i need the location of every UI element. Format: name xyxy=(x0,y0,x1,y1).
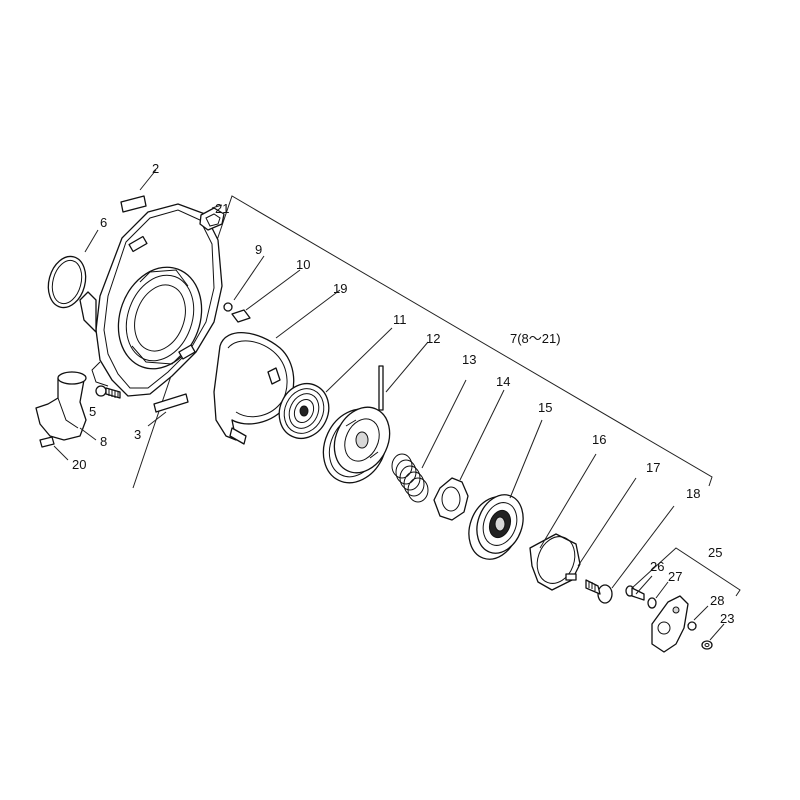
callout-25: 25 xyxy=(708,545,722,560)
part-26-bolt xyxy=(625,575,653,601)
callout-27: 27 xyxy=(668,569,682,584)
part-11-spiral-spring xyxy=(278,327,393,439)
callout-17: 17 xyxy=(646,460,660,475)
callout-8: 8 xyxy=(100,434,107,449)
callout-3: 3 xyxy=(134,427,141,442)
part-2-decal xyxy=(120,169,157,213)
part-9-10-pin xyxy=(223,255,301,323)
part-23-washer xyxy=(701,623,725,650)
part-15-pulley xyxy=(468,419,543,560)
part-5-bolt xyxy=(95,385,121,399)
part-14-ratchet xyxy=(433,389,505,521)
callout-23: 23 xyxy=(720,611,734,626)
part-20-grip-cover xyxy=(39,436,69,461)
callout-7: 7(8～21) xyxy=(510,331,561,346)
part-21-nut xyxy=(199,204,225,231)
part-19-guide xyxy=(213,289,341,445)
callout-18: 18 xyxy=(686,486,700,501)
part-18-leader xyxy=(611,505,675,589)
starter-housing xyxy=(79,203,223,397)
part-13-coil-spring xyxy=(391,379,467,503)
callout-6: 6 xyxy=(100,215,107,230)
callout-21: 21 xyxy=(215,201,229,216)
part-17-screw xyxy=(577,477,637,604)
callout-14: 14 xyxy=(496,374,510,389)
callout-10: 10 xyxy=(296,257,310,272)
part-16-drum xyxy=(529,453,597,591)
callout-19: 19 xyxy=(333,281,347,296)
part-25-pawl xyxy=(651,595,689,653)
callout-13: 13 xyxy=(462,352,476,367)
part-6-o-ring xyxy=(47,229,99,309)
callout-12: 12 xyxy=(426,331,440,346)
assembly-bracket-7 xyxy=(132,195,713,489)
callout-5: 5 xyxy=(89,404,96,419)
part-28-clip xyxy=(687,605,709,631)
callout-16: 16 xyxy=(592,432,606,447)
part-12-reel xyxy=(322,341,429,484)
callout-26: 26 xyxy=(650,559,664,574)
callout-2: 2 xyxy=(152,161,159,176)
callout-11: 11 xyxy=(393,312,407,327)
part-8-starter-handle xyxy=(35,371,97,441)
part-3-decal xyxy=(147,393,189,427)
callout-9: 9 xyxy=(255,242,262,257)
subgroup-bracket-25 xyxy=(631,547,741,597)
part-27-washer xyxy=(647,581,669,609)
callout-28: 28 xyxy=(710,593,724,608)
callout-15: 15 xyxy=(538,400,552,415)
callout-20: 20 xyxy=(72,457,86,472)
